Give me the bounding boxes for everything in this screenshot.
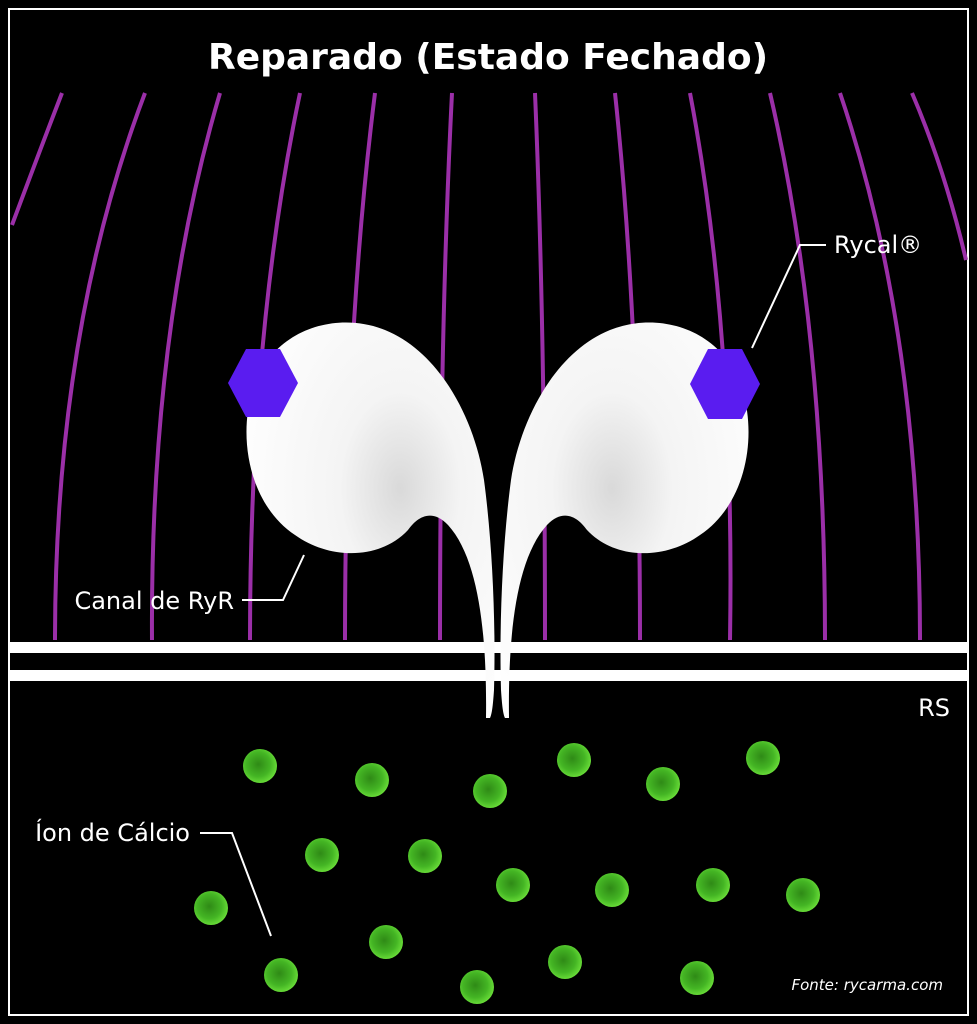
fiber-line	[248, 92, 302, 641]
fiber-lines	[10, 92, 968, 641]
ryr-channel	[246, 322, 749, 718]
calcium-ion	[473, 774, 507, 808]
calcium-ion	[696, 868, 730, 902]
calcium-ion	[355, 763, 389, 797]
fiber-line	[768, 92, 827, 641]
frame-border	[8, 8, 969, 1016]
calcium-ion	[369, 925, 403, 959]
rycal-leader-line	[751, 244, 826, 349]
ryr-channel-label: Canal de RyR	[74, 587, 234, 615]
source-credit: Fonte: rycarma.com	[791, 976, 943, 994]
fiber-line	[688, 92, 733, 641]
ryr-left-subunit	[246, 322, 495, 718]
calcium-ion	[557, 743, 591, 777]
calcium-ion	[460, 970, 494, 1004]
calcium-ion	[243, 749, 277, 783]
calcium-ion	[305, 838, 339, 872]
calcium-ion	[646, 767, 680, 801]
calcium-ion	[746, 741, 780, 775]
calcium-ions	[194, 741, 820, 1004]
ryr-right-subunit	[500, 322, 749, 718]
ryr-leader-line	[242, 554, 305, 601]
fiber-line	[10, 92, 64, 226]
calcium-ion	[194, 891, 228, 925]
rycal-left-molecule	[228, 349, 298, 417]
fiber-line	[149, 92, 222, 641]
calcium-ion	[264, 958, 298, 992]
fiber-line	[53, 92, 147, 641]
fiber-line	[438, 92, 454, 641]
calcium-leader-line	[200, 832, 272, 937]
calcium-ion-label: Íon de Cálcio	[35, 818, 190, 847]
fiber-line	[533, 92, 547, 641]
rs-label: RS	[918, 694, 950, 722]
leader-lines	[200, 244, 826, 937]
calcium-ion	[680, 961, 714, 995]
fiber-line	[910, 92, 968, 261]
calcium-ion	[786, 878, 820, 912]
calcium-ion	[408, 839, 442, 873]
calcium-ion	[496, 868, 530, 902]
rycal-label: Rycal®	[834, 231, 922, 259]
rycal-right-molecule	[690, 349, 760, 419]
calcium-ion	[548, 945, 582, 979]
fiber-line	[838, 92, 922, 641]
diagram-title: Reparado (Estado Fechado)	[208, 37, 768, 78]
calcium-ion	[595, 873, 629, 907]
